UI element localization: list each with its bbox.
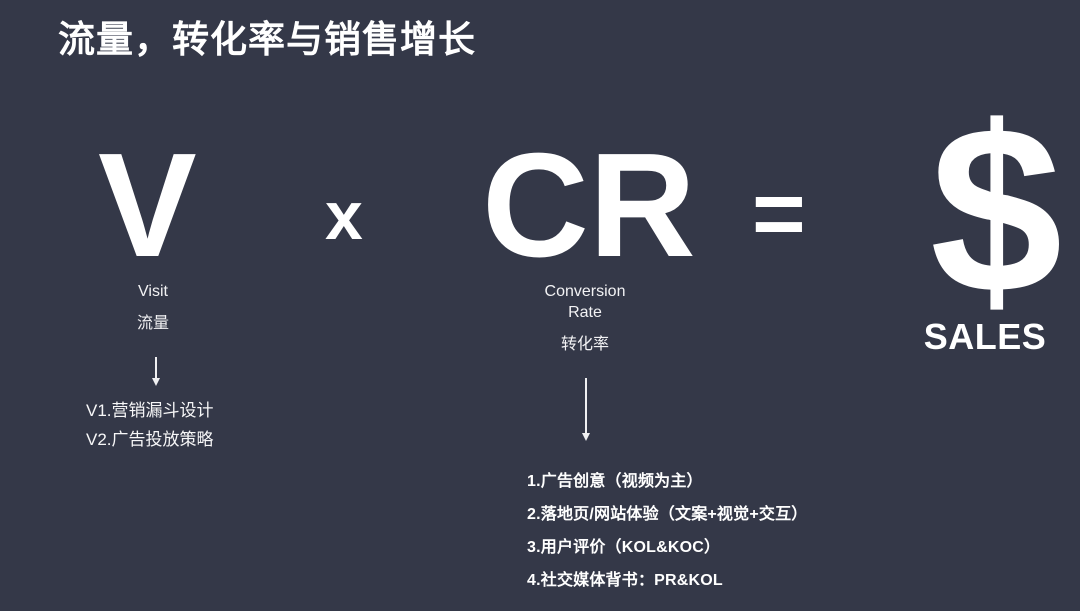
equals-symbol: = bbox=[752, 163, 806, 265]
visit-label-en: Visit bbox=[138, 283, 168, 300]
formula-row: V x CR = $ bbox=[0, 92, 1080, 330]
sales-label: SALES bbox=[923, 316, 1047, 357]
list-item: 4.社交媒体背书：PR&KOL bbox=[527, 572, 723, 589]
conversion-label-group: Conversion Rate 转化率 bbox=[505, 281, 665, 355]
dollar-symbol: $ bbox=[930, 78, 1063, 343]
down-arrow-icon-visit bbox=[151, 357, 161, 386]
conversion-label-cn: 转化率 bbox=[560, 336, 609, 353]
list-item: 2.落地页/网站体验（文案+视觉+交互） bbox=[527, 506, 808, 523]
multiply-symbol: x bbox=[325, 178, 363, 254]
arrow-shaft bbox=[155, 357, 157, 379]
conversion-item-list: 1.广告创意（视频为主） 2.落地页/网站体验（文案+视觉+交互） 3.用户评价… bbox=[527, 465, 807, 597]
conversion-label-en-line1: Conversion bbox=[544, 283, 626, 300]
arrow-head bbox=[582, 433, 590, 441]
visit-label-group: Visit 流量 bbox=[82, 281, 224, 334]
list-item: V2.广告投放策略 bbox=[86, 430, 214, 449]
list-item: 1.广告创意（视频为主） bbox=[527, 473, 703, 490]
conversion-label-en-line2: Rate bbox=[568, 304, 602, 321]
page-title: 流量，转化率与销售增长 bbox=[58, 19, 476, 60]
down-arrow-icon-conversion bbox=[580, 378, 592, 441]
visit-item-list: V1.营销漏斗设计 V2.广告投放策略 bbox=[86, 396, 214, 454]
arrow-head bbox=[152, 378, 160, 386]
visit-label-cn: 流量 bbox=[136, 315, 169, 332]
list-item: 3.用户评价（KOL&KOC） bbox=[527, 539, 721, 556]
list-item: V1.营销漏斗设计 bbox=[86, 401, 214, 420]
arrow-shaft bbox=[585, 378, 587, 434]
formula-term-visit: V bbox=[98, 123, 197, 288]
formula-term-conversion-rate: CR bbox=[482, 123, 696, 288]
